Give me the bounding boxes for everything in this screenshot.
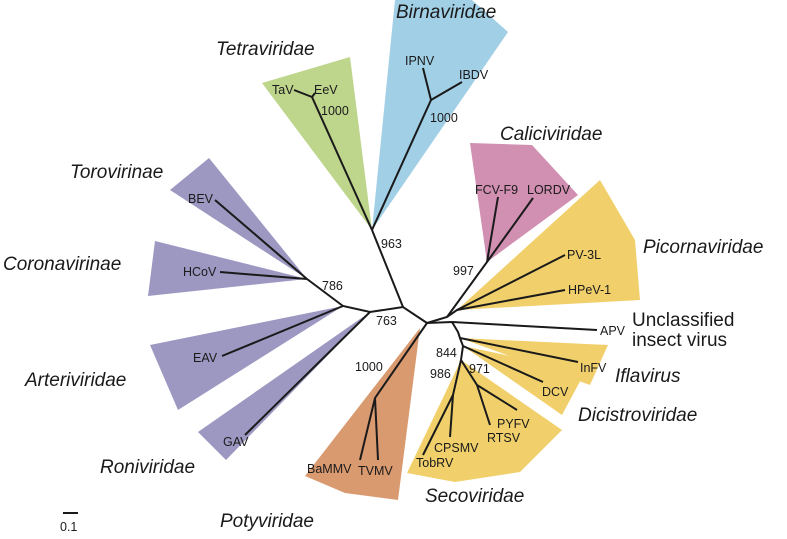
clade-wedges (148, 0, 640, 500)
taxon-labels: TaV EeV IPNV IBDV FCV-F9 LORDV BEV HCoV … (183, 54, 626, 478)
bootstrap-birnaviridae: 1000 (430, 111, 458, 125)
taxon-ibdv: IBDV (459, 68, 489, 82)
taxon-dcv: DCV (542, 385, 569, 399)
taxon-tav: TaV (272, 83, 294, 97)
family-birnaviridae: Birnaviridae (396, 2, 496, 23)
taxon-hpev-1: HPeV-1 (568, 283, 611, 297)
taxon-infv: InFV (580, 361, 607, 375)
family-picornaviridae: Picornaviridae (643, 237, 763, 258)
family-labels: Birnaviridae Tetraviridae Caliciviridae … (3, 2, 763, 534)
family-tetraviridae: Tetraviridae (216, 39, 315, 60)
taxon-tobrv: TobRV (416, 456, 454, 470)
wedge-roniviridae (198, 312, 370, 460)
wedge-secoviridae (407, 360, 562, 482)
scale-bar-label: 0.1 (60, 520, 77, 534)
taxon-ipnv: IPNV (405, 54, 435, 68)
wedge-caliciviridae (470, 143, 578, 262)
family-unclassified: Unclassified (632, 310, 734, 331)
taxon-pyfv: PYFV (497, 417, 530, 431)
bootstrap-997: 997 (453, 264, 474, 278)
wedge-dicistroviridae (463, 346, 585, 415)
taxon-gav: GAV (223, 435, 249, 449)
family-coronavirinae: Coronavirinae (3, 254, 121, 275)
family-arteriviridae: Arteriviridae (24, 370, 126, 391)
bootstrap-963: 963 (381, 237, 402, 251)
bootstrap-763: 763 (376, 314, 397, 328)
taxon-eav: EAV (193, 351, 218, 365)
bootstrap-values: 1000 1000 963 997 786 763 1000 844 986 9… (321, 104, 490, 381)
family-insect-virus: insect virus (632, 330, 727, 351)
family-potyviridae: Potyviridae (220, 511, 314, 532)
wedge-picornaviridae (457, 180, 640, 310)
taxon-tvmv: TVMV (358, 464, 393, 478)
family-caliciviridae: Caliciviridae (500, 124, 602, 145)
bootstrap-844: 844 (436, 346, 457, 360)
taxon-bev: BEV (188, 192, 214, 206)
wedge-arteriviridae (150, 306, 343, 410)
tree-branches (63, 67, 598, 514)
wedge-tetraviridae (262, 57, 372, 230)
family-torovirinae: Torovirinae (70, 162, 163, 183)
bootstrap-971: 971 (469, 362, 490, 376)
taxon-bammv: BaMMV (307, 462, 352, 476)
bootstrap-potyviridae: 1000 (355, 360, 383, 374)
bootstrap-786: 786 (322, 279, 343, 293)
family-iflavirus: Iflavirus (615, 366, 681, 387)
bootstrap-986: 986 (430, 367, 451, 381)
wedge-potyviridae (305, 328, 420, 500)
taxon-apv: APV (600, 324, 626, 338)
family-dicistroviridae: Dicistroviridae (578, 405, 697, 426)
taxon-rtsv: RTSV (487, 431, 521, 445)
taxon-fcv-f9: FCV-F9 (475, 183, 518, 197)
wedge-birnaviridae (372, 0, 508, 230)
taxon-eev: EeV (314, 83, 338, 97)
taxon-lordv: LORDV (527, 183, 571, 197)
family-secoviridae: Secoviridae (425, 486, 524, 507)
wedge-coronavirinae (148, 241, 307, 296)
taxon-hcov: HCoV (183, 265, 217, 279)
family-roniviridae: Roniviridae (100, 457, 195, 478)
taxon-pv-3l: PV-3L (567, 248, 601, 262)
taxon-cpsmv: CPSMV (434, 441, 479, 455)
bootstrap-tetraviridae: 1000 (321, 104, 349, 118)
